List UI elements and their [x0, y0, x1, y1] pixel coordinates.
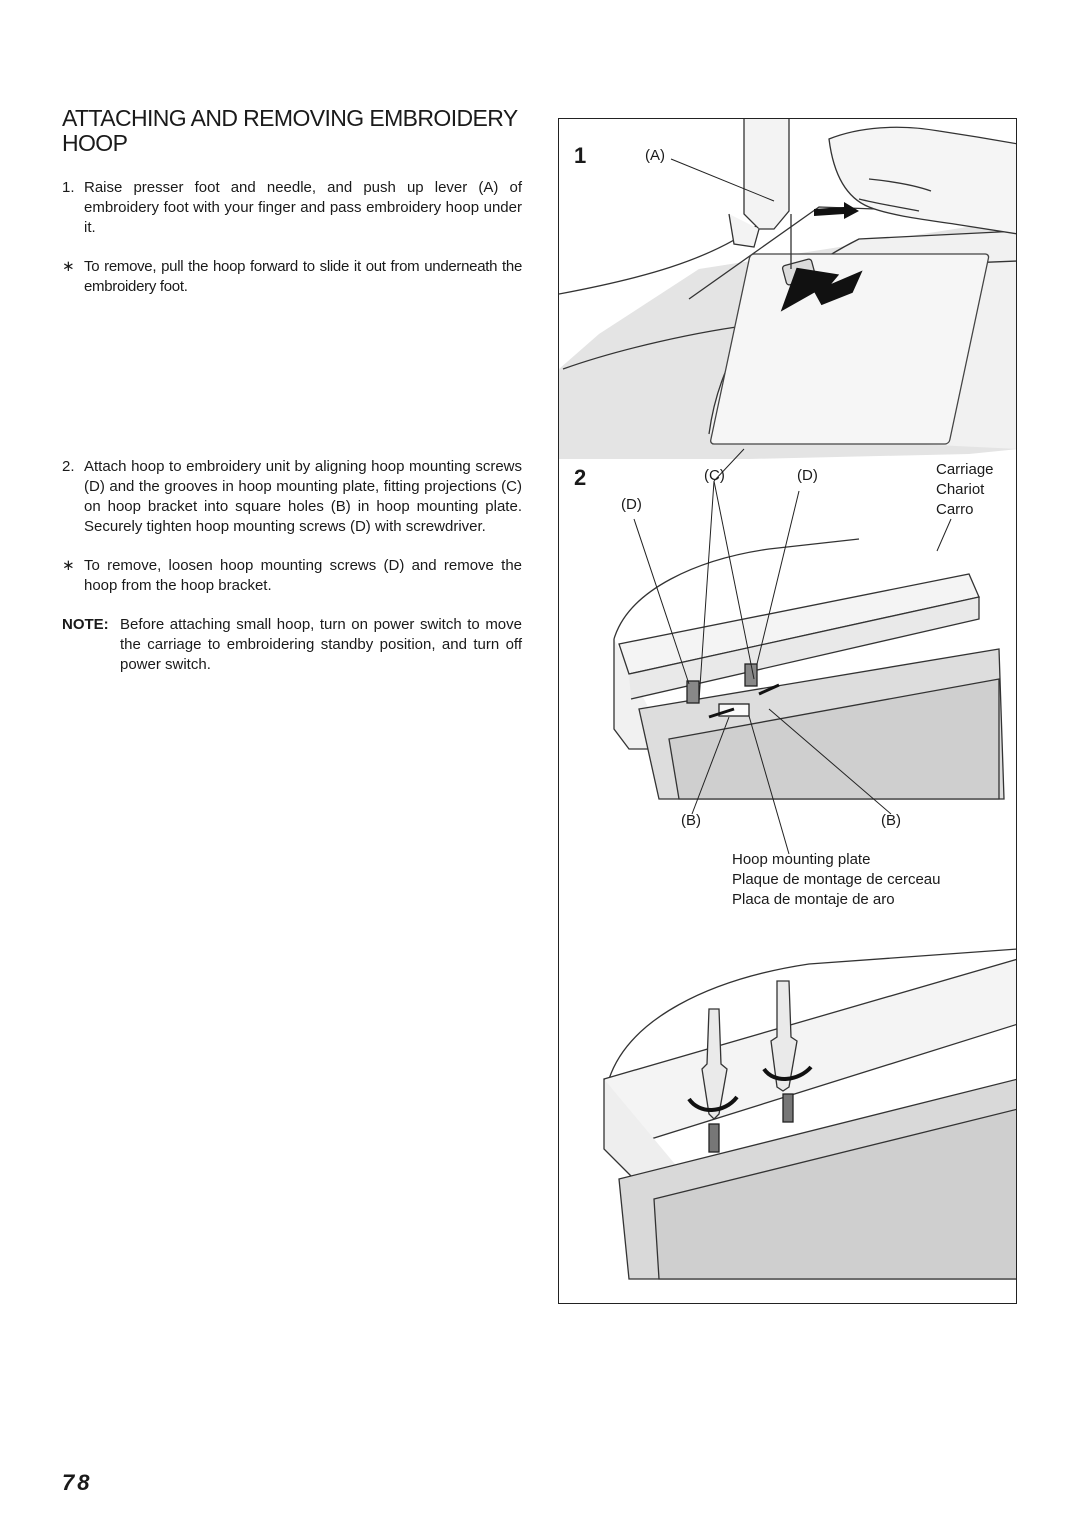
- label-b-left: (B): [681, 812, 701, 829]
- label-c: (C): [704, 467, 725, 484]
- label-b-right: (B): [881, 812, 901, 829]
- step-1-number: 1: [574, 143, 587, 168]
- step-2-removal-note: ∗ To remove, loosen hoop mounting screws…: [62, 556, 522, 596]
- illustration-panel: 1 2 (A) (C) (D) (D) (B) (B) Carriage Cha…: [558, 118, 1017, 1304]
- step-3-illustration: [603, 948, 1016, 1280]
- label-a: (A): [645, 147, 665, 164]
- step-1-illustration: [559, 119, 1016, 459]
- step-marker: 2.: [62, 458, 75, 475]
- label-d-top: (D): [797, 467, 818, 484]
- step-2-illustration: [613, 448, 1005, 855]
- note-text: Before attaching small hoop, turn on pow…: [120, 616, 522, 673]
- carriage-label: Carriage Chariot Carro: [936, 460, 994, 520]
- asterisk-icon: ∗: [62, 557, 75, 574]
- asterisk-icon: ∗: [62, 258, 75, 275]
- removal-text: To remove, pull the hoop forward to slid…: [84, 258, 522, 295]
- note-block: NOTE: Before attaching small hoop, turn …: [62, 615, 522, 675]
- step-2-instruction: 2. Attach hoop to embroidery unit by ali…: [62, 457, 522, 537]
- page-number: 78: [62, 1470, 93, 1495]
- step-1-section: 1. Raise presser foot and needle, and pu…: [62, 178, 522, 316]
- step-2-section: 2. Attach hoop to embroidery unit by ali…: [62, 457, 522, 675]
- carriage-label-es: Carro: [936, 501, 974, 518]
- label-d-left: (D): [621, 496, 642, 513]
- illustration-drawing: [559, 119, 1016, 1280]
- carriage-label-en: Carriage: [936, 461, 994, 478]
- removal-text: To remove, loosen hoop mounting screws (…: [84, 557, 522, 594]
- step-2-number: 2: [574, 465, 587, 490]
- plate-label-en: Hoop mounting plate: [732, 851, 871, 868]
- step-1-removal-note: ∗ To remove, pull the hoop forward to sl…: [62, 257, 522, 297]
- carriage-label-fr: Chariot: [936, 481, 985, 498]
- step-marker: 1.: [62, 179, 75, 196]
- note-label: NOTE:: [62, 616, 109, 633]
- step-text: Attach hoop to embroidery unit by aligni…: [84, 458, 522, 535]
- plate-label-fr: Plaque de montage de cerceau: [732, 871, 941, 888]
- hoop-mounting-plate-label: Hoop mounting plate Plaque de montage de…: [732, 850, 940, 910]
- step-text: Raise presser foot and needle, and push …: [84, 179, 522, 236]
- page-title: ATTACHING AND REMOVING EMBROIDERY HOOP: [62, 105, 518, 156]
- step-1-instruction: 1. Raise presser foot and needle, and pu…: [62, 178, 522, 238]
- plate-label-es: Placa de montaje de aro: [732, 891, 895, 908]
